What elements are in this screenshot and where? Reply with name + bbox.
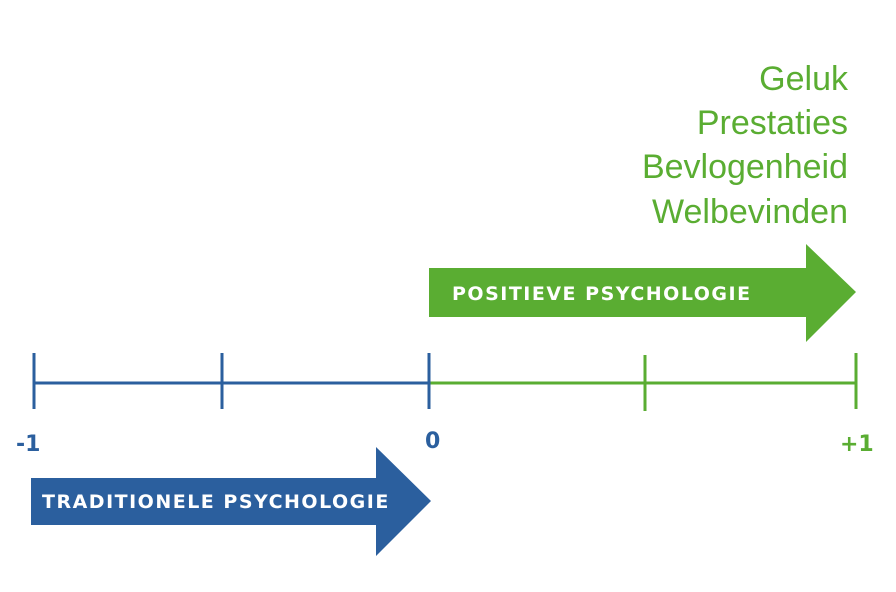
traditional-arrow-label: TRADITIONELE PSYCHOLOGIE xyxy=(42,491,390,513)
outcome-list: Geluk Prestaties Bevlogenheid Welbevinde… xyxy=(642,60,849,231)
scale-label-max: +1 xyxy=(840,432,874,457)
positive-arrow-shape xyxy=(429,244,856,342)
scale-axis xyxy=(32,353,858,411)
outcome-welbevinden: Welbevinden xyxy=(652,193,848,231)
positive-psychology-arrow: POSITIEVE PSYCHOLOGIE xyxy=(429,244,856,342)
traditional-arrow-shape xyxy=(31,447,431,556)
outcome-geluk: Geluk xyxy=(759,60,849,98)
traditional-psychology-arrow: TRADITIONELE PSYCHOLOGIE xyxy=(31,447,431,556)
outcome-prestaties: Prestaties xyxy=(697,104,848,142)
scale-label-zero: 0 xyxy=(425,429,440,454)
outcome-bevlogenheid: Bevlogenheid xyxy=(642,148,848,186)
scale-label-min: -1 xyxy=(16,432,40,457)
scale-labels: -1 0 +1 xyxy=(16,429,874,457)
positive-arrow-label: POSITIEVE PSYCHOLOGIE xyxy=(452,283,752,305)
